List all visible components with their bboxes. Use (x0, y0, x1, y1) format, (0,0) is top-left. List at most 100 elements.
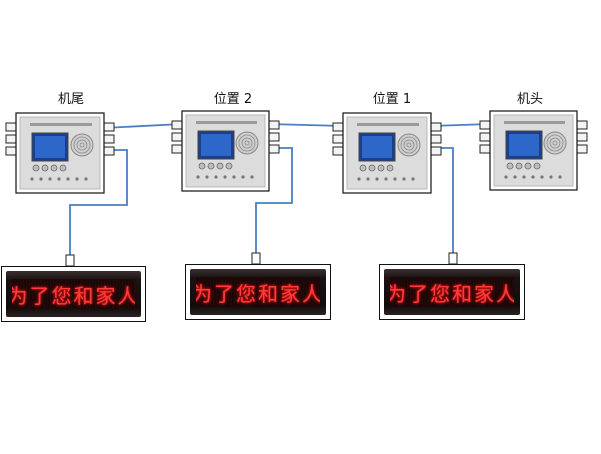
led-display-text: 为了您和家人 (196, 281, 320, 306)
led-display-2: 为了您和家人 (185, 264, 331, 320)
status-dot (540, 175, 544, 179)
port-right-2 (575, 132, 588, 142)
port-left-2 (479, 132, 492, 142)
port-left-2 (5, 134, 18, 144)
port-right-1 (267, 120, 280, 130)
port-left-3 (332, 146, 345, 156)
speaker-ring (238, 134, 256, 152)
status-dot (549, 175, 553, 179)
status-dot (375, 177, 379, 181)
port-right-1 (102, 122, 115, 132)
port-left-1 (479, 120, 492, 130)
display-connector-2 (251, 252, 261, 265)
port-right-3 (429, 146, 442, 156)
speaker-ring (406, 142, 412, 148)
port-left-3 (5, 146, 18, 156)
status-dot (223, 175, 227, 179)
device-screen (201, 134, 231, 156)
port-right-3 (267, 144, 280, 154)
device-button (41, 164, 49, 172)
status-dot (402, 177, 406, 181)
status-dot (75, 177, 79, 181)
device-button (515, 162, 523, 170)
device-screen (509, 134, 539, 156)
status-dot (384, 177, 388, 181)
device-button (368, 164, 376, 172)
status-dot (39, 177, 43, 181)
node-label-head: 机头 (516, 92, 544, 107)
device-button (524, 162, 532, 170)
device-button (216, 162, 224, 170)
device-screen (362, 136, 392, 158)
speaker-ring (400, 136, 418, 154)
speaker-ring (549, 137, 561, 149)
led-bezel: 为了您和家人 (6, 271, 141, 317)
display-connector-3 (448, 252, 458, 265)
device-header-text (196, 121, 257, 124)
signal-wire-1 (103, 123, 183, 129)
device-screen (35, 136, 65, 158)
led-bezel: 为了您和家人 (384, 269, 520, 315)
device-button (59, 164, 67, 172)
status-dot (357, 177, 361, 181)
speaker-ring (73, 136, 91, 154)
led-display-3: 为了您和家人 (379, 264, 525, 320)
device-button (533, 162, 541, 170)
port-right-3 (102, 146, 115, 156)
device-button (198, 162, 206, 170)
device-button (225, 162, 233, 170)
port-right-3 (575, 144, 588, 154)
status-dot (366, 177, 370, 181)
status-dot (84, 177, 88, 181)
port-right-2 (429, 134, 442, 144)
status-dot (66, 177, 70, 181)
device-button (50, 164, 58, 172)
display-connector-1 (65, 254, 75, 267)
status-dot (531, 175, 535, 179)
device-head (479, 110, 588, 191)
device-header-text (30, 123, 92, 126)
signal-wire-5 (255, 147, 293, 253)
status-dot (241, 175, 245, 179)
device-button (359, 164, 367, 172)
device-button (32, 164, 40, 172)
led-bezel: 为了您和家人 (190, 269, 326, 315)
port-left-1 (332, 122, 345, 132)
speaker-ring (546, 134, 564, 152)
port-right-1 (575, 120, 588, 130)
led-screen: 为了您和家人 (390, 277, 514, 307)
device-header-text (357, 123, 419, 126)
status-dot (411, 177, 415, 181)
signal-wire-4 (69, 149, 128, 255)
device-button (506, 162, 514, 170)
status-dot (558, 175, 562, 179)
device-button (207, 162, 215, 170)
status-dot (504, 175, 508, 179)
speaker-ring (79, 142, 85, 148)
port-right-2 (102, 134, 115, 144)
led-screen: 为了您和家人 (12, 279, 135, 309)
device-button (386, 164, 394, 172)
signal-wire-6 (431, 147, 454, 253)
status-dot (196, 175, 200, 179)
status-dot (232, 175, 236, 179)
status-dot (214, 175, 218, 179)
device-tail (5, 112, 115, 194)
speaker-ring (76, 139, 88, 151)
speaker-ring (403, 139, 415, 151)
port-left-2 (332, 134, 345, 144)
led-screen: 为了您和家人 (196, 277, 320, 307)
device-header-text (504, 121, 565, 124)
port-right-2 (267, 132, 280, 142)
device-position-2 (171, 110, 280, 192)
port-left-1 (171, 120, 184, 130)
device-position-1 (332, 112, 442, 194)
node-label-position-1: 位置 1 (372, 92, 412, 107)
node-label-position-2: 位置 2 (213, 92, 253, 107)
led-display-text: 为了您和家人 (390, 281, 514, 306)
speaker-ring (241, 137, 253, 149)
port-left-1 (5, 122, 18, 132)
led-display-1: 为了您和家人 (1, 266, 146, 322)
